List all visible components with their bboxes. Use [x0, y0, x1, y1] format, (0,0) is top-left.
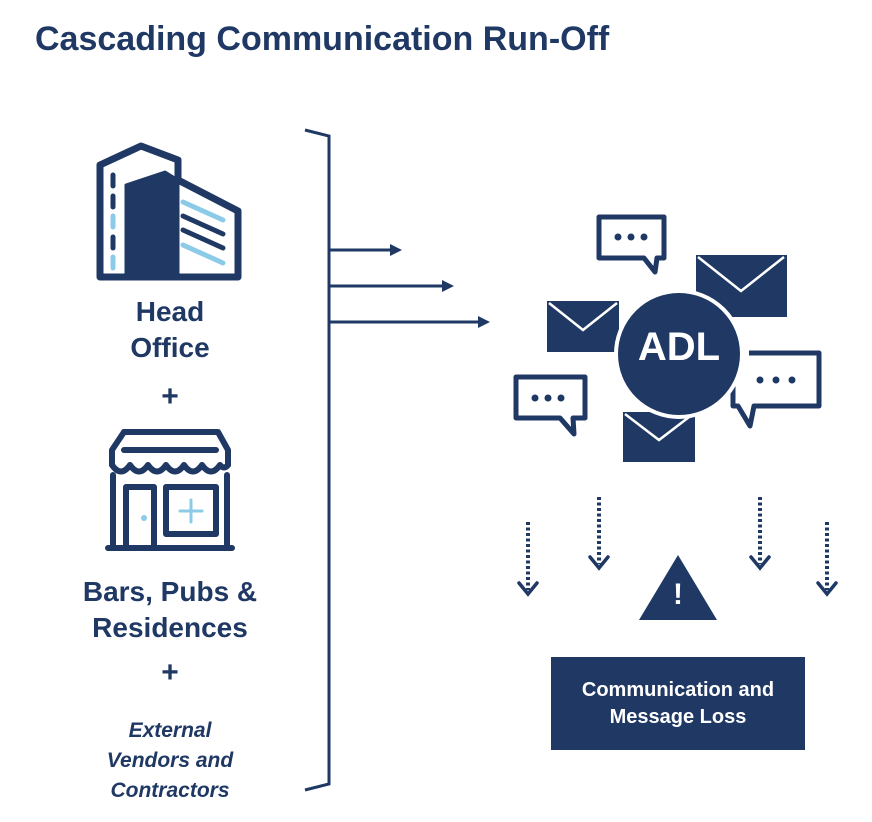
page-title: Cascading Communication Run-Off [35, 20, 610, 58]
storefront-icon [105, 429, 235, 551]
message-loss-box: Communication and Message Loss [551, 657, 805, 750]
warning-triangle-icon [639, 555, 717, 620]
speech-bubble-icon [730, 350, 822, 429]
plus-sign: + [161, 656, 179, 689]
external-vendors-label: External Vendors and Contractors [106, 719, 234, 802]
speech-bubble-icon [596, 214, 667, 275]
dotted-arrow-2 [588, 497, 610, 571]
bars-pubs-residences-label: Bars, Pubs & Residences [82, 576, 258, 643]
dotted-down-arrows [517, 497, 838, 597]
flow-arrows [330, 244, 490, 328]
envelope-icon [623, 412, 695, 462]
warning-exclamation: ! [673, 578, 683, 611]
head-office-label: Head Office [130, 296, 210, 363]
office-building-icon [96, 142, 242, 281]
hub-label: ADL [637, 325, 721, 369]
message-loss-label: Communication and Message Loss [581, 678, 775, 728]
flow-arrow-2 [330, 280, 454, 292]
speech-bubble-icon [513, 374, 588, 437]
dotted-arrow-4 [816, 522, 838, 597]
plus-sign: + [161, 380, 179, 413]
flow-arrow-1 [330, 244, 402, 256]
flow-arrow-3 [330, 316, 490, 328]
grouping-bracket [304, 128, 331, 792]
dotted-arrow-3 [749, 497, 771, 571]
envelope-icon [547, 301, 619, 352]
adl-hub-circle [614, 289, 744, 419]
dotted-arrow-1 [517, 522, 539, 597]
